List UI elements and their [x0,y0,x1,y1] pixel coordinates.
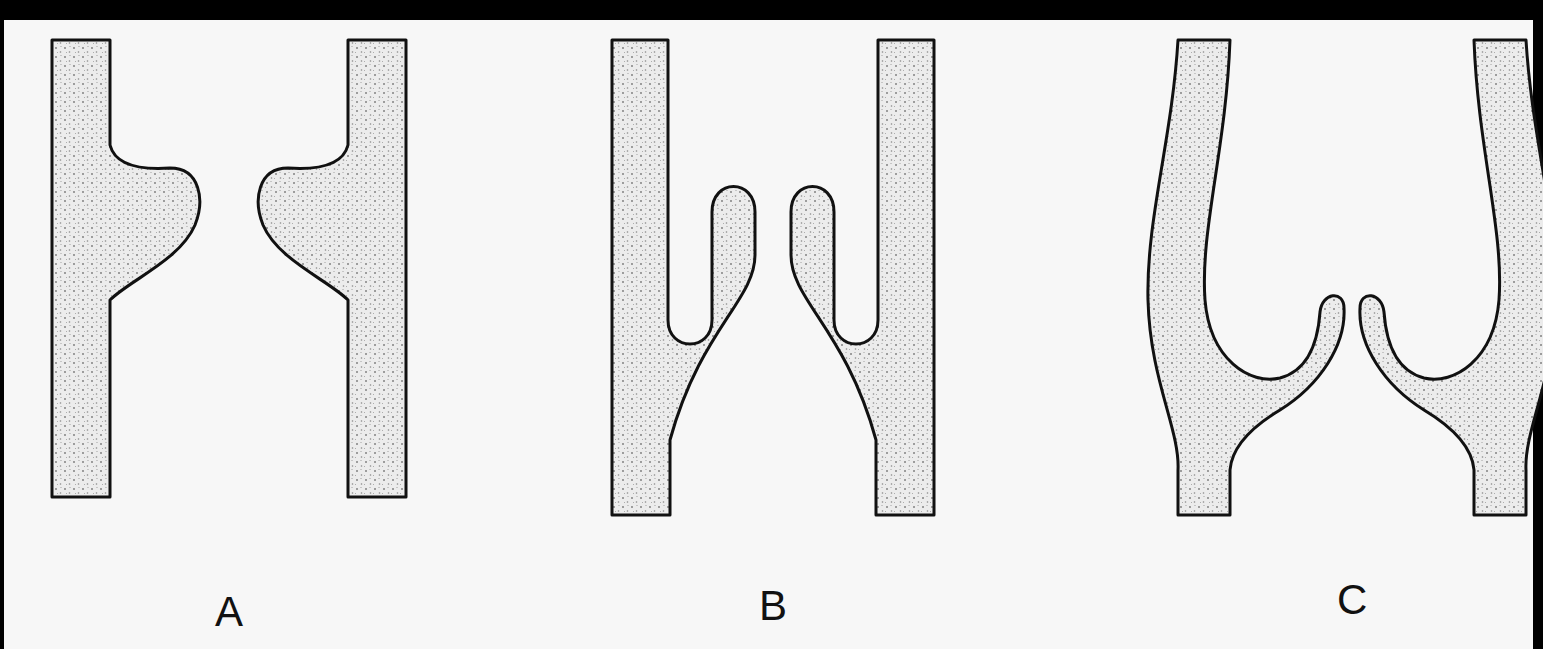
left-band [0,0,4,649]
fold-c-left [1148,40,1344,515]
panel-letter: B [759,585,787,627]
fold-a-left [52,40,200,497]
fold-a-right [258,40,406,497]
fold-b-right [791,40,934,515]
panel-letter: C [1337,579,1367,621]
fold-c-right [1360,40,1543,515]
panel-letter: A [215,591,243,633]
fold-b-left [612,40,755,515]
top-band [0,0,1543,20]
